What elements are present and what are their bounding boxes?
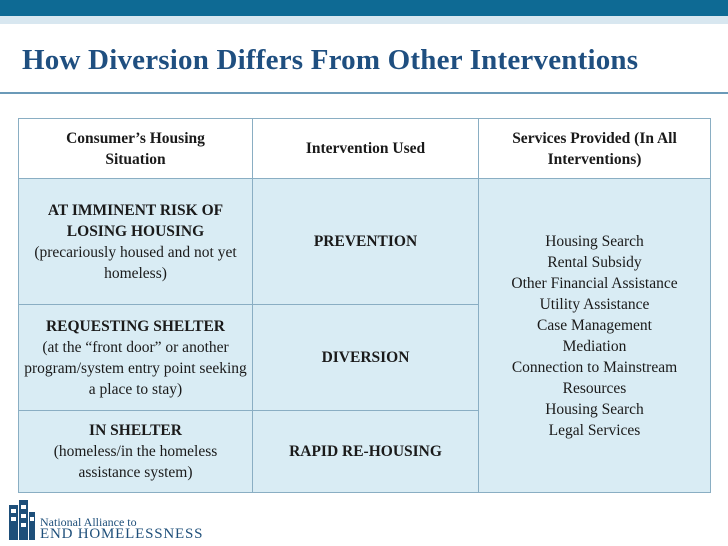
intervention-cell: RAPID RE-HOUSING [252,410,479,493]
logo-text-line1: National Alliance to [40,515,137,529]
service-item: Utility Assistance [539,295,650,313]
service-item: Connection to Mainstream Resources [511,358,678,397]
building-logo-icon [9,500,35,540]
title-divider [0,92,728,94]
service-item: Case Management [537,316,652,334]
situation-detail: (homeless/in the homeless assistance sys… [53,443,218,481]
slide-title: How Diversion Differs From Other Interve… [22,44,639,76]
top-accent-band-light [0,16,728,24]
interventions-table: Consumer’s Housing Situation Interventio… [18,118,711,493]
top-accent-band [0,0,728,16]
services-cell: Housing Search Rental Subsidy Other Fina… [478,178,711,493]
service-item: Housing Search [545,232,644,250]
table-row: AT IMMINENT RISK OF LOSING HOUSING (prec… [18,178,711,493]
alliance-logo: National Alliance to END HOMELESSNESS [8,498,208,542]
situation-label: AT IMMINENT RISK OF LOSING HOUSING [47,201,224,240]
header-intervention-used: Intervention Used [252,118,479,179]
service-item: Other Financial Assistance [511,274,678,292]
intervention-cell: DIVERSION [252,304,479,411]
situation-cell: REQUESTING SHELTER (at the “front door” … [18,304,253,411]
situation-cell: IN SHELTER (homeless/in the homeless ass… [18,410,253,493]
situation-detail: (precariously housed and not yet homeles… [34,243,237,282]
table-row: IN SHELTER (homeless/in the homeless ass… [18,410,711,493]
service-item: Rental Subsidy [547,253,642,271]
service-item: Housing Search [545,400,644,418]
header-housing-situation: Consumer’s Housing Situation [18,118,253,179]
service-item: Legal Services [548,421,641,439]
situation-label: IN SHELTER [89,422,182,439]
table-row: REQUESTING SHELTER (at the “front door” … [18,304,711,411]
services-list: Housing Search Rental Subsidy Other Fina… [483,231,706,441]
service-item: Mediation [562,337,627,355]
intervention-cell: PREVENTION [252,178,479,305]
logo-text-line2: END HOMELESSNESS [40,526,204,542]
situation-label: REQUESTING SHELTER [45,317,226,335]
table-header-row: Consumer’s Housing Situation Interventio… [18,118,711,179]
situation-detail: (at the “front door” or another program/… [24,338,247,398]
header-services-provided: Services Provided (In All Interventions) [478,118,711,179]
situation-cell: AT IMMINENT RISK OF LOSING HOUSING (prec… [18,178,253,305]
